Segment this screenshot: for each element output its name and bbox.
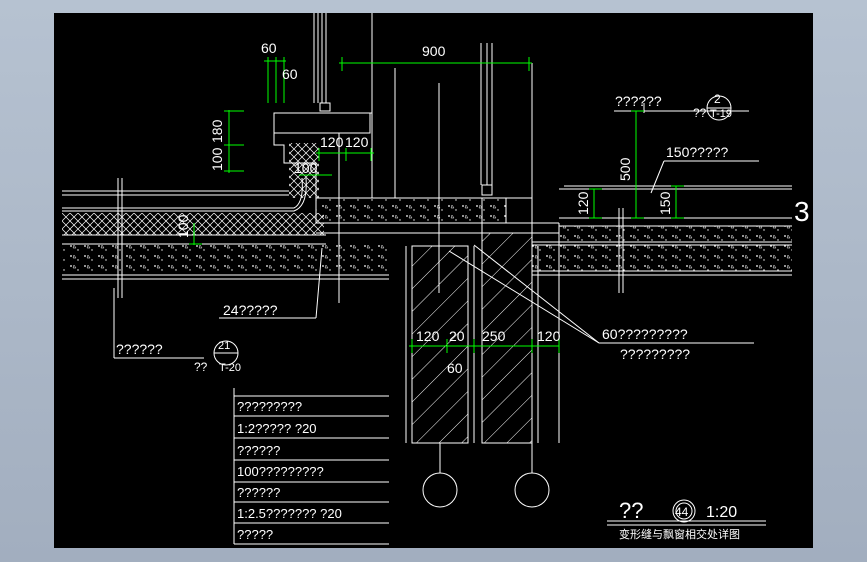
legend-row-7: ?????: [237, 527, 273, 542]
dim-b120b: 120: [537, 328, 561, 344]
dim-900: 900: [422, 43, 446, 59]
dim-b250: 250: [482, 328, 506, 344]
hatching: [62, 143, 792, 443]
dim-b20: 20: [449, 328, 465, 344]
dim-b60: 60: [447, 360, 463, 376]
title-subtitle: 变形缝与飘窗相交处详图: [619, 527, 740, 541]
dim-150v: 150: [657, 191, 673, 215]
legend-row-6: 1:2.5??????? ?20: [237, 506, 342, 521]
left-note: ??????: [116, 341, 163, 357]
legend-row-3: ??????: [237, 443, 280, 458]
label-60b: ?????????: [620, 346, 690, 362]
dim-100v: 100: [209, 147, 225, 171]
legend-row-2: 1:2????? ?20: [237, 421, 317, 436]
label-60a: 60?????????: [602, 326, 688, 342]
axis-label-3: 3: [794, 196, 810, 227]
cad-canvas: 60 60 900 180 100 120 120 100 500 120 15…: [54, 13, 813, 548]
dim-100h: 100: [294, 160, 318, 176]
ref-left-sheet: T-20: [219, 362, 241, 374]
annotation-labels: ?????? 2 T-19 ?? 150????? 24????? ??????…: [116, 92, 810, 374]
legend-table: ????????? 1:2????? ?20 ?????? 100???????…: [237, 399, 342, 542]
ref-top-prefix: ??: [693, 106, 707, 120]
title-number: 44: [675, 505, 689, 519]
dimension-texts: 60 60 900 180 100 120 120 100 500 120 15…: [175, 40, 673, 376]
dim-60a: 60: [261, 40, 277, 56]
ref-top-num: 2: [714, 92, 721, 106]
title-prefix: ??: [619, 498, 643, 523]
ref-left-prefix: ??: [194, 360, 208, 374]
title-block: ?? 44 1:20 变形缝与飘窗相交处详图: [619, 498, 740, 541]
legend-row-4: 100?????????: [237, 464, 324, 479]
dim-120v: 120: [575, 191, 591, 215]
dim-180: 180: [209, 119, 225, 143]
dim-120a: 120: [320, 134, 344, 150]
legend-row-1: ?????????: [237, 399, 302, 414]
top-right-note: ??????: [615, 93, 662, 109]
label-24: 24?????: [223, 302, 278, 318]
title-scale: 1:20: [706, 504, 737, 521]
dim-100c: 100: [175, 214, 191, 238]
dim-120b: 120: [345, 134, 369, 150]
detail-drawing: 60 60 900 180 100 120 120 100 500 120 15…: [62, 13, 810, 545]
dim-60b: 60: [282, 66, 298, 82]
dim-b120: 120: [416, 328, 440, 344]
dim-500: 500: [617, 157, 633, 181]
dimension-lines: [189, 57, 684, 353]
ref-top-sheet: T-19: [710, 108, 732, 120]
ref-left-num: 21: [218, 340, 230, 352]
legend-row-5: ??????: [237, 485, 280, 500]
label-150: 150?????: [666, 144, 729, 160]
